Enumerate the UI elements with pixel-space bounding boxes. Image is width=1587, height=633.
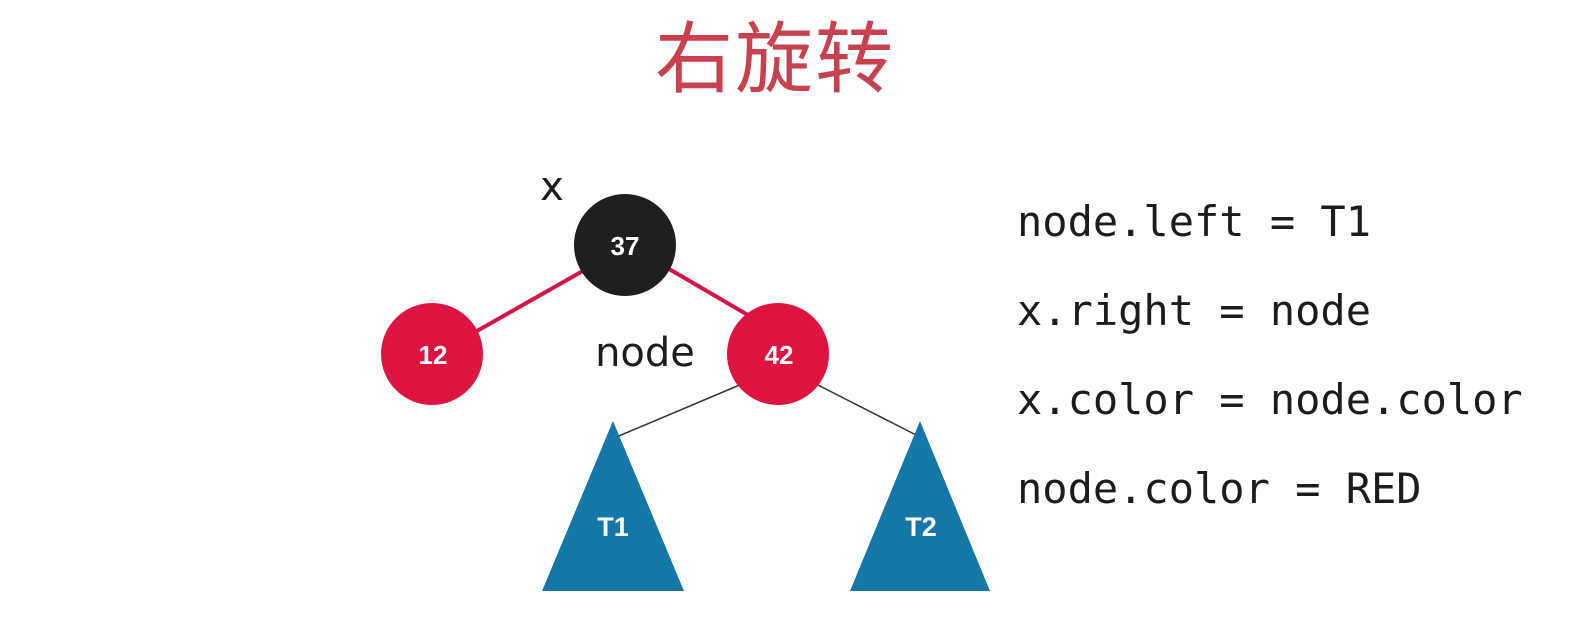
slide-title: 右旋转 (654, 15, 895, 105)
edge-37-12 (469, 266, 589, 337)
node-x (574, 194, 676, 296)
code-line: node.color = RED (1017, 464, 1422, 513)
subtree-t2-label: T2 (905, 512, 937, 542)
node-x-value: 37 (611, 231, 640, 261)
node-node (727, 303, 829, 405)
var-label-x: x (540, 164, 564, 210)
node-left (381, 303, 483, 405)
subtree-t2 (850, 421, 990, 591)
edge-37-42 (662, 264, 755, 320)
code-line: node.left = T1 (1017, 197, 1372, 246)
subtree-t1-label: T1 (597, 512, 629, 542)
edge-42-t2 (815, 383, 919, 437)
var-label-node: node (595, 330, 695, 376)
subtree-t1 (542, 421, 684, 591)
code-list: node.left = T1 x.right = node x.color = … (1017, 200, 1523, 556)
edge-42-t1 (613, 383, 743, 439)
node-left-value: 12 (419, 340, 448, 370)
code-line: x.color = node.color (1017, 375, 1523, 424)
node-node-value: 42 (765, 340, 794, 370)
code-line: x.right = node (1017, 286, 1372, 335)
